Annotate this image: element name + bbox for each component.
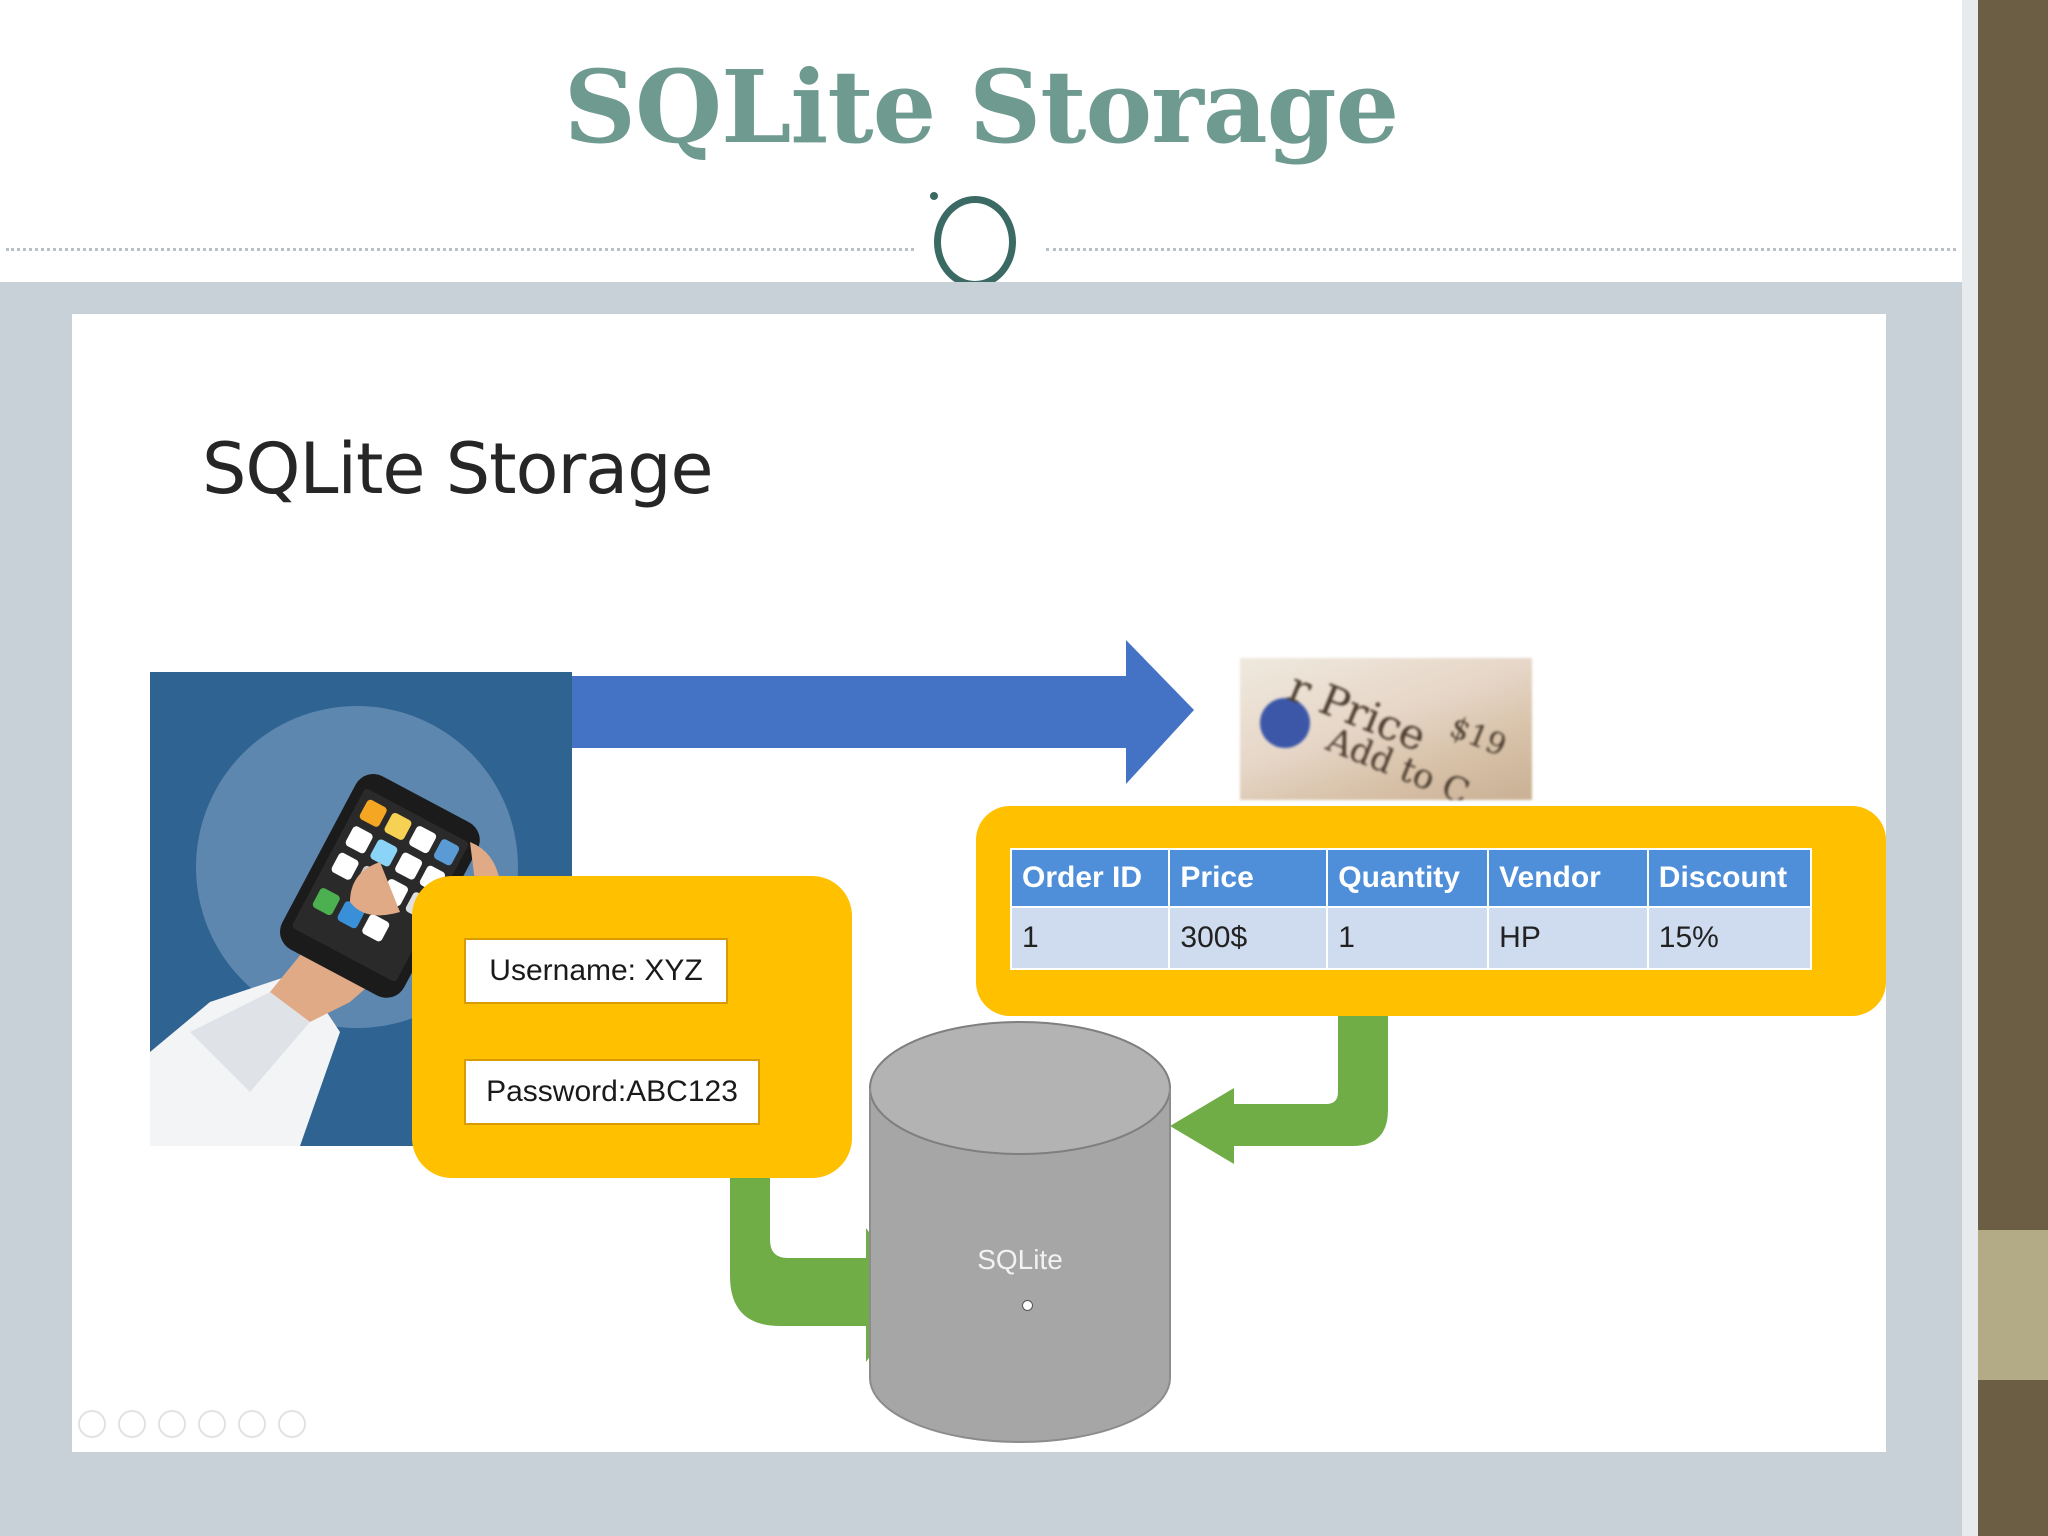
- blue-arrow-icon: [572, 640, 1194, 784]
- green-arrow-left-icon: [730, 1156, 914, 1362]
- green-arrow-right-icon: [1170, 1016, 1388, 1164]
- phone-illustration: [150, 672, 572, 1146]
- database-label: SQLite: [977, 1244, 1063, 1275]
- header-divider-left: [6, 248, 914, 251]
- table-header-row: Order ID Price Quantity Vendor Discount: [1009, 848, 1813, 908]
- slideshow-prev-icon[interactable]: [78, 1410, 106, 1438]
- password-field: Password:ABC123: [464, 1059, 760, 1125]
- table-header-cell: Order ID: [1009, 848, 1171, 908]
- slideshow-next-icon[interactable]: [118, 1410, 146, 1438]
- username-field: Username: XYZ: [464, 938, 728, 1004]
- slide-title: SQLite Storage: [202, 428, 714, 510]
- credentials-container: [412, 876, 852, 1178]
- photo-badge-icon: [1260, 698, 1310, 748]
- table-header-cell: Price: [1168, 848, 1329, 908]
- hand-with-phone-icon: [150, 774, 500, 1146]
- right-decor-strip-highlight: [1978, 1230, 2048, 1380]
- slideshow-pen-icon[interactable]: [158, 1410, 186, 1438]
- table-header-cell: Discount: [1646, 848, 1813, 908]
- table-row: 1 300$ 1 HP 15%: [1009, 906, 1813, 970]
- table-cell: HP: [1487, 906, 1649, 970]
- ring-dot-icon: [930, 192, 938, 200]
- slideshow-zoom-icon[interactable]: [238, 1410, 266, 1438]
- page-title: SQLite Storage: [563, 48, 1399, 166]
- header-divider-right: [1046, 248, 1956, 251]
- slideshow-grid-icon[interactable]: [198, 1410, 226, 1438]
- table-cell: 15%: [1646, 906, 1813, 970]
- table-cell: 1: [1326, 906, 1490, 970]
- table-cell: 300$: [1168, 906, 1329, 970]
- right-edge: [1962, 0, 1978, 1536]
- mouse-cursor-icon: [1022, 1300, 1033, 1311]
- order-table: Order ID Price Quantity Vendor Discount …: [1009, 848, 1813, 970]
- slideshow-more-icon[interactable]: [278, 1410, 306, 1438]
- table-header-cell: Quantity: [1326, 848, 1490, 908]
- price-tag-photo: r Price Add to C $19: [1240, 658, 1532, 800]
- table-cell: 1: [1009, 906, 1171, 970]
- table-header-cell: Vendor: [1487, 848, 1649, 908]
